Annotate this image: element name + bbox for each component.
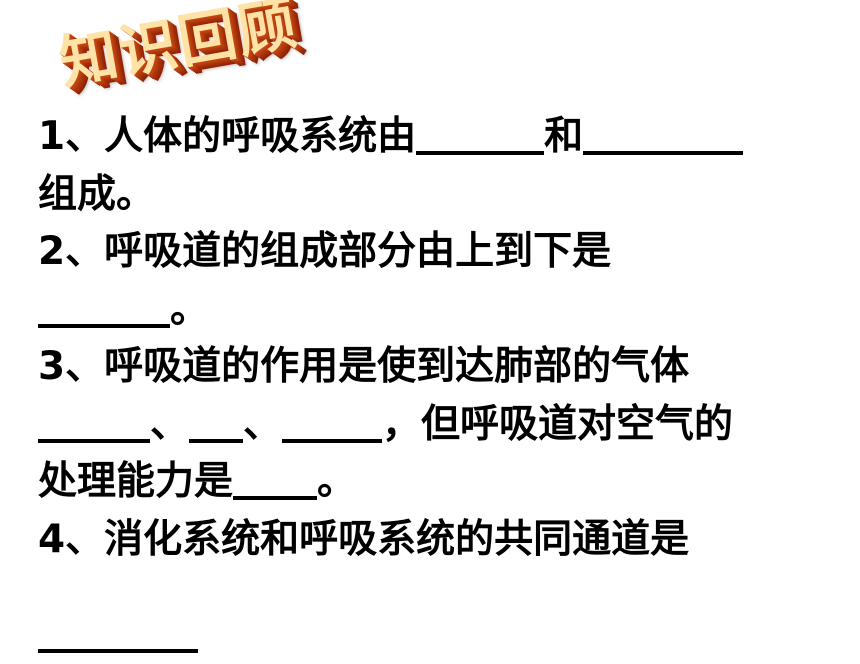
q2-number: 2	[38, 229, 66, 274]
q1-line-2: 组成。	[38, 166, 848, 224]
q3-text-b: ，但呼吸道对空气的	[382, 401, 734, 447]
q3-line3-text: 处理能力是	[38, 459, 234, 504]
q1-line-1: 1、人体的呼吸系统由 和	[38, 108, 848, 166]
q1-text-a: 、人体的呼吸系统由	[65, 114, 417, 159]
q3-text-a: 、呼吸道的作用是使到达肺部的气体	[65, 344, 690, 389]
q4-blank	[38, 612, 198, 653]
q1-blank-2	[583, 114, 744, 155]
q3-line-2: 、 、 ，但呼吸道对空气的	[38, 396, 848, 454]
q4-text-a: 、消化系统和呼吸系统的共同通道是	[65, 516, 690, 562]
q3-line-1: 3、呼吸道的作用是使到达肺部的气体	[38, 338, 848, 396]
q3-blank-1	[38, 401, 150, 443]
q1-blank-1	[416, 114, 545, 155]
q1-text-b: 和	[544, 114, 584, 159]
q4-number: 4	[38, 516, 66, 562]
q3-blank-2	[189, 401, 244, 443]
q3-number: 3	[38, 344, 66, 389]
q3-sep-1: 、	[150, 401, 190, 447]
q2-line2-end: 。	[170, 286, 210, 332]
q3-line3-end: 。	[317, 459, 357, 504]
q3-blank-3	[282, 401, 383, 443]
question-list: 1、人体的呼吸系统由和 组成。 2、呼吸道的组成部分由上到下是 。 3、呼吸道的…	[38, 108, 848, 664]
q3-sep-2: 、	[243, 401, 283, 447]
q4-line-2	[38, 606, 848, 664]
q3-line-3: 处理能力是 。	[38, 453, 848, 511]
q2-blank	[38, 286, 170, 328]
q2-line-1: 2、呼吸道的组成部分由上到下是	[38, 223, 848, 281]
q4-line-1: 4、消化系统和呼吸系统的共同通道是	[38, 511, 848, 569]
q4-spacer	[38, 568, 848, 606]
q2-line-2: 。	[38, 281, 848, 339]
q1-line2-text: 组成。	[38, 171, 156, 217]
q3-blank-4	[233, 459, 318, 500]
title-wordart: 知识回顾	[54, 0, 303, 98]
q1-number: 1	[38, 114, 66, 159]
q2-text-a: 、呼吸道的组成部分由上到下是	[65, 229, 612, 274]
